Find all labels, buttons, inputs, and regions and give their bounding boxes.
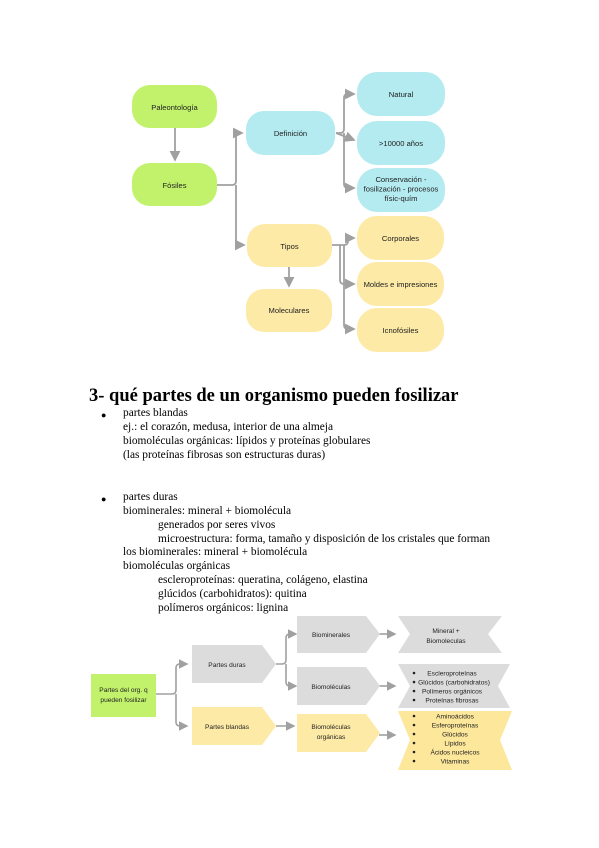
node-natural-label: Natural bbox=[389, 90, 414, 99]
node-definicion-label: Definición bbox=[274, 129, 307, 138]
text-fibrosas: (las proteínas fibrosas son estructuras … bbox=[123, 449, 326, 461]
node-biomoleculas-label: Biomoléculas bbox=[311, 684, 351, 691]
node-mineral-biomoleculas bbox=[398, 616, 502, 653]
node-biominerales bbox=[297, 616, 380, 653]
connector-root-duras bbox=[156, 659, 189, 695]
node-natural bbox=[357, 72, 445, 116]
node-conservacion-label-3: físic-quím bbox=[385, 194, 418, 203]
blandas-list-item: Glúcidos bbox=[442, 732, 468, 739]
connector-tipos-icnofosiles bbox=[343, 245, 356, 335]
text-los-biominerales: los biominerales: mineral + biomolécula bbox=[123, 546, 308, 558]
duras-list-item: Proteínas fibrosas bbox=[425, 698, 479, 705]
node-root-label-1: Partes del org. q bbox=[99, 687, 148, 694]
blandas-list-item: Ácidos nucleicos bbox=[430, 748, 480, 757]
connector-tipos-corporales bbox=[332, 232, 356, 246]
connector-fosiles-definicion bbox=[217, 127, 244, 186]
node-biomoleculas-organicas bbox=[297, 714, 380, 752]
text-biomoleculas-organicas: biomoléculas orgánicas bbox=[123, 560, 231, 572]
node-biominerales-label: Biominerales bbox=[312, 632, 351, 639]
connector-root-blandas bbox=[175, 694, 189, 731]
node-partes-blandas bbox=[192, 707, 276, 745]
node-blandas-list bbox=[398, 711, 512, 770]
node-paleontologia-label: Paleontología bbox=[151, 103, 198, 112]
section-heading: 3- qué partes de un organismo pueden fos… bbox=[89, 386, 459, 406]
blandas-list-item: Aminoácidos bbox=[436, 714, 474, 721]
blandas-list-item: Lípidos bbox=[444, 741, 466, 748]
node-conservacion bbox=[357, 168, 445, 212]
node-mineral-label-1: Mineral + bbox=[432, 628, 459, 635]
node-moleculares-label: Moleculares bbox=[269, 306, 310, 315]
node-fosiles-label: Fósiles bbox=[162, 181, 186, 190]
text-microestructura: microestructura: forma, tamaño y disposi… bbox=[158, 533, 491, 545]
text-ej: ej.: el corazón, medusa, interior de una… bbox=[123, 421, 334, 433]
node-fosiles bbox=[132, 163, 217, 206]
node-conservacion-label-1: Conservación - bbox=[375, 175, 427, 184]
text-glucidos: glúcidos (carbohidratos): quitina bbox=[158, 588, 307, 600]
node-moldes-label: Moldes e impresiones bbox=[364, 280, 438, 289]
node-icnofosiles bbox=[357, 308, 444, 352]
node-root bbox=[91, 674, 156, 717]
node-corporales bbox=[357, 216, 444, 260]
node-biomol-org-label-2: orgánicas bbox=[317, 734, 346, 741]
duras-list-item: Glúcidos (carbohidratos) bbox=[418, 680, 490, 687]
node-tipos bbox=[247, 224, 332, 267]
connector-definicion-anios bbox=[335, 131, 356, 142]
node-biomol-org-label-1: Biomoléculas bbox=[311, 724, 351, 731]
text-polimeros: polímeros orgánicos: lignina bbox=[158, 602, 289, 614]
text-escleroproteinas: escleroproteínas: queratina, colágeno, e… bbox=[158, 574, 368, 586]
bullet-icon: ● bbox=[101, 410, 107, 420]
item-partes-duras: partes duras bbox=[123, 491, 178, 503]
duras-list-item: Polímeros orgánicos bbox=[422, 689, 483, 696]
blandas-list-item: Esferoproteínas bbox=[432, 723, 479, 730]
node-mineral-label-2: Biomoleculas bbox=[426, 638, 466, 645]
node-paleontologia bbox=[132, 85, 217, 128]
connector-definicion-natural bbox=[336, 88, 356, 134]
blandas-list-item: Vitaminas bbox=[441, 759, 471, 766]
node-root-label-2: pueden fosilizar bbox=[100, 697, 147, 704]
connector-fosiles-tipos bbox=[235, 185, 246, 251]
blandas-list-items: Aminoácidos Esferoproteínas Glúcidos Líp… bbox=[412, 714, 480, 766]
connector-duras-biominerales bbox=[276, 629, 298, 665]
text-generados: generados por seres vivos bbox=[158, 519, 276, 531]
node-partes-blandas-label: Partes blandas bbox=[205, 724, 250, 731]
node-moleculares bbox=[246, 289, 332, 332]
node-definicion bbox=[246, 111, 335, 155]
node-conservacion-label-2: fosilización - procesos bbox=[364, 185, 439, 194]
bullet-icon: ● bbox=[101, 494, 107, 504]
connector-definicion-conservacion bbox=[343, 133, 356, 194]
node-biomoleculas bbox=[297, 667, 380, 705]
text-biominerales: biominerales: mineral + biomolécula bbox=[123, 505, 292, 517]
node-partes-duras-label: Partes duras bbox=[208, 662, 246, 669]
node-anios bbox=[357, 121, 445, 165]
node-icnofosiles-label: Icnofósiles bbox=[383, 326, 419, 335]
duras-list-items: Escleroproteínas Glúcidos (carbohidratos… bbox=[412, 671, 490, 705]
concept-map-fosiles: Paleontología Fósiles Definición Natural… bbox=[132, 72, 445, 352]
text-biomol-org: biomoléculas orgánicas: lípidos y proteí… bbox=[123, 435, 371, 447]
node-tipos-label: Tipos bbox=[280, 242, 298, 251]
node-moldes bbox=[357, 262, 444, 306]
node-corporales-label: Corporales bbox=[382, 234, 419, 243]
node-partes-duras bbox=[192, 645, 276, 683]
node-anios-label: >10000 años bbox=[379, 139, 423, 148]
connector-duras-biomoleculas bbox=[285, 664, 298, 691]
duras-list-item: Escleroproteínas bbox=[427, 671, 477, 678]
item-partes-blandas: partes blandas bbox=[123, 407, 188, 419]
node-duras-list bbox=[398, 664, 510, 708]
